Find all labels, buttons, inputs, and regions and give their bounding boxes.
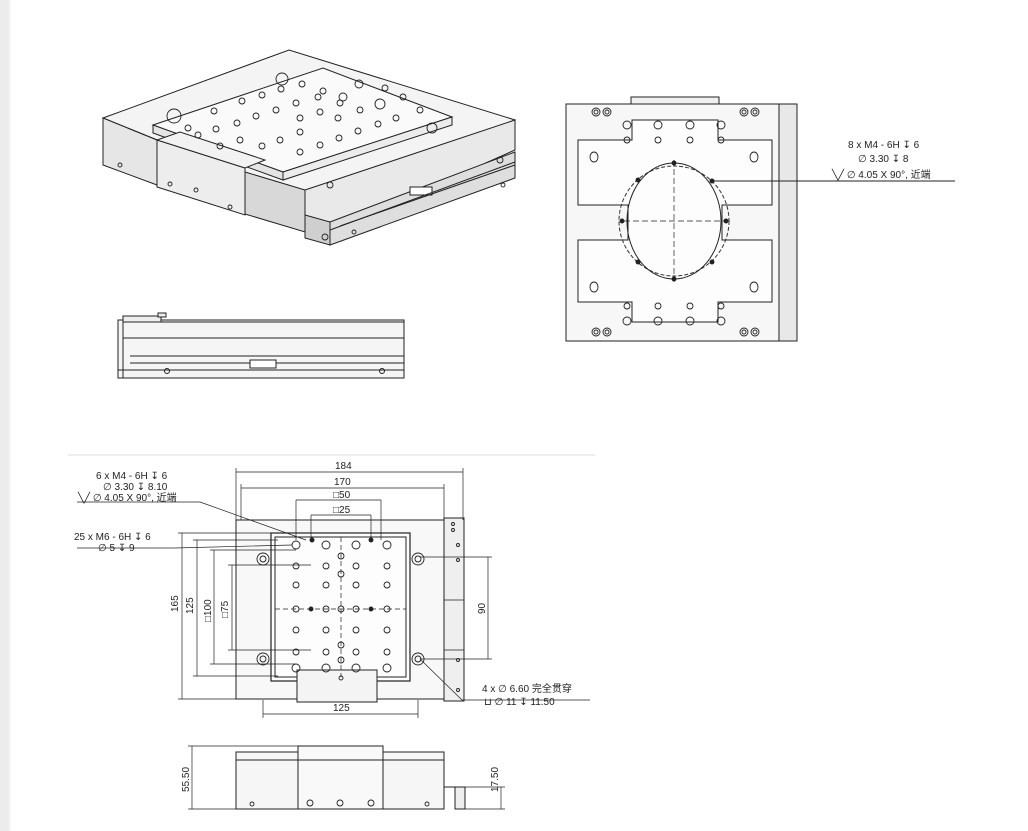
top-view: [565, 96, 955, 342]
svg-text:55.50: 55.50: [181, 767, 192, 792]
isometric-view: [101, 49, 517, 246]
svg-text:25 x M6 - 6H ↧ 6: 25 x M6 - 6H ↧ 6: [74, 532, 151, 543]
svg-text:□100: □100: [203, 599, 214, 622]
svg-text:╲╱ ∅ 4.05 X 90°, 近端: ╲╱ ∅ 4.05 X 90°, 近端: [831, 168, 931, 181]
svg-text:∅ 3.30 ↧ 8: ∅ 3.30 ↧ 8: [858, 154, 909, 165]
svg-text:125: 125: [333, 703, 350, 714]
plan-dimension-labels: 184 170 □50 □25 165 125 □100 □75 90 125: [170, 461, 488, 714]
left-edge-highlight: [9, 0, 11, 831]
svg-text:17.50: 17.50: [490, 767, 501, 792]
svg-text:90: 90: [477, 602, 488, 614]
svg-text:⊔ ∅ 11 ↧ 11.50: ⊔ ∅ 11 ↧ 11.50: [484, 697, 555, 708]
svg-text:8 x M4 - 6H ↧ 6: 8 x M4 - 6H ↧ 6: [848, 140, 920, 151]
svg-text:4 x ∅ 6.60 完全贯穿: 4 x ∅ 6.60 完全贯穿: [482, 682, 572, 695]
svg-text:184: 184: [335, 461, 352, 472]
svg-text:□50: □50: [333, 490, 351, 501]
side-view: [117, 312, 405, 379]
svg-text:□75: □75: [220, 600, 231, 618]
plan-callouts: 6 x M4 - 6H ↧ 6 ∅ 3.30 ↧ 8.10 ╲╱ ∅ 4.05 …: [74, 471, 572, 708]
front-dimension-labels: 55.50 17.50: [181, 767, 501, 792]
front-view: [188, 745, 505, 810]
svg-text:125: 125: [185, 597, 196, 614]
top-view-callout: 8 x M4 - 6H ↧ 6 ∅ 3.30 ↧ 8 ╲╱ ∅ 4.05 X 9…: [831, 140, 931, 181]
svg-text:∅ 5 ↧ 9: ∅ 5 ↧ 9: [98, 543, 135, 554]
svg-text:6 x M4 - 6H ↧ 6: 6 x M4 - 6H ↧ 6: [96, 471, 168, 482]
svg-text:165: 165: [170, 595, 181, 612]
svg-text:∅ 3.30 ↧ 8.10: ∅ 3.30 ↧ 8.10: [103, 482, 168, 493]
plan-view: [77, 468, 590, 718]
svg-text:170: 170: [334, 477, 351, 488]
svg-text:□25: □25: [333, 505, 351, 516]
svg-text:╲╱ ∅ 4.05 X 90°, 近端: ╲╱ ∅ 4.05 X 90°, 近端: [77, 491, 177, 504]
left-edge-bar: [0, 0, 9, 831]
